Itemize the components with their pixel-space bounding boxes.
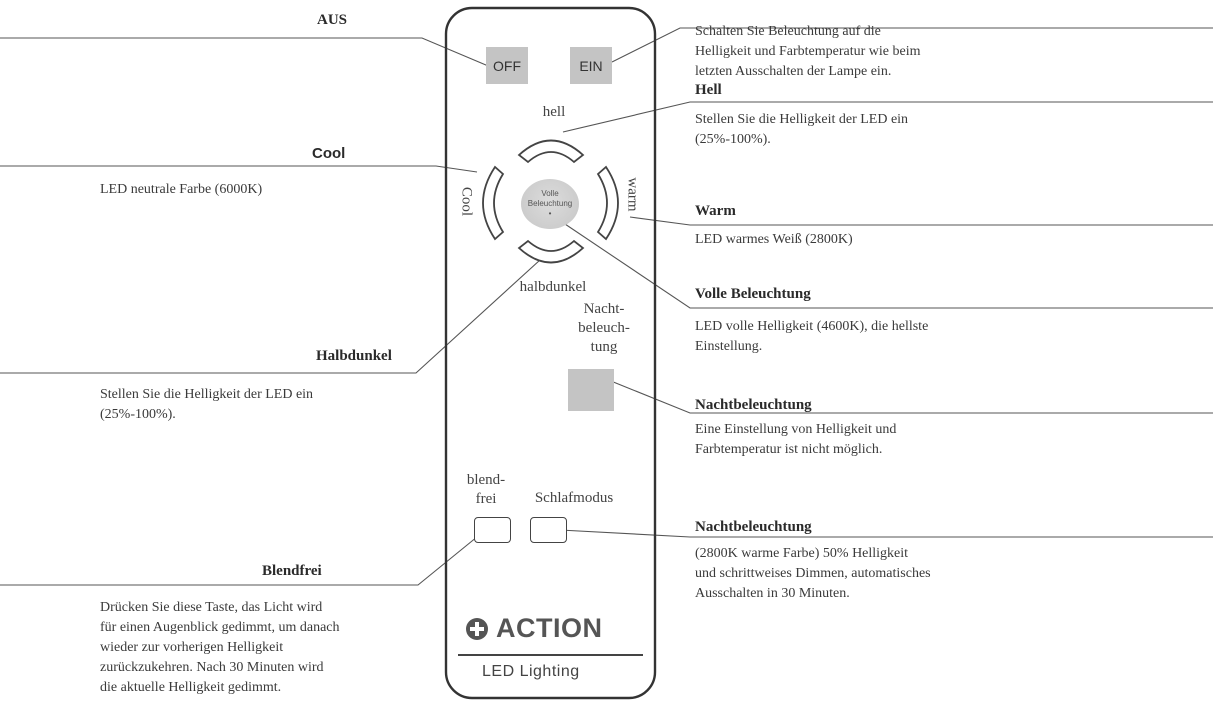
line-cool [0, 165, 478, 173]
cool-key [482, 165, 505, 241]
schlaf-line-1: (2800K warme Farbe) 50% Helligkeit [695, 546, 909, 561]
blend-line-1: Drücken Sie diese Taste, das Licht wird [100, 600, 323, 615]
blend-line-2: für einen Augenblick gedimmt, um danach [100, 620, 340, 635]
volle-label-line1: Volle [541, 189, 559, 198]
blend-line-5: die aktuelle Helligkeit gedimmt. [100, 680, 282, 695]
volle-label-line2: Beleuchtung [527, 199, 573, 208]
line-nacht [595, 374, 1213, 414]
aus-title: AUS [317, 12, 348, 28]
halbdunkel-line-2: (25%-100%). [100, 407, 176, 422]
warm-description: LED warmes Weiß (2800K) [695, 230, 853, 250]
nacht-line-2: Farbtemperatur ist nicht möglich. [695, 442, 883, 457]
schlaf-description: (2800K warme Farbe) 50% Helligkeit und s… [695, 544, 931, 604]
halbdunkel-key [517, 239, 585, 264]
schlaf-line-2: und schrittweises Dimmen, automatisches [695, 566, 931, 581]
cool-title: Cool [312, 145, 346, 162]
nacht-title: Nachtbeleuchtung [695, 397, 812, 413]
brand-subtitle: LED Lighting [482, 663, 580, 680]
cool-line-1: LED neutrale Farbe (6000K) [100, 182, 263, 197]
volle-title: Volle Beleuchtung [695, 286, 811, 302]
ein-line-2: Helligkeit und Farbtemperatur wie beim [695, 44, 921, 59]
nacht-label-line1: Nacht- [583, 301, 625, 317]
volle-beleuchtung-button[interactable]: Volle Beleuchtung • [521, 179, 579, 229]
hell-title: Hell [695, 82, 722, 98]
ein-line-3: letzten Ausschalten der Lampe ein. [695, 64, 892, 79]
halbdunkel-title: Halbdunkel [316, 348, 392, 364]
halbdunkel-label: halbdunkel [519, 279, 587, 295]
remote-body [444, 6, 657, 700]
hell-description: Stellen Sie die Helligkeit der LED ein (… [695, 110, 908, 150]
schlaf-line-3: Ausschalten in 30 Minuten. [695, 586, 850, 601]
line-warm [629, 216, 1213, 226]
off-button[interactable]: OFF [486, 47, 528, 84]
cool-label: Cool [458, 186, 475, 217]
hell-key [517, 139, 585, 164]
ein-description: Schalten Sie Beleuchtung auf die Helligk… [695, 22, 921, 82]
blendfrei-label: blend- frei [466, 471, 506, 509]
blendfrei-label-line2: frei [475, 491, 497, 507]
warm-line-1: LED warmes Weiß (2800K) [695, 232, 853, 247]
ein-button[interactable]: EIN [570, 47, 612, 84]
line-aus [0, 37, 494, 69]
line-ein [611, 27, 1213, 63]
warm-title: Warm [695, 203, 736, 219]
hell-label: hell [542, 104, 566, 120]
brand-logo: ACTION [466, 613, 603, 644]
schlaf-title: Nachtbeleuchtung [695, 519, 812, 535]
warm-key [596, 165, 619, 241]
hell-line-2: (25%-100%). [695, 132, 771, 147]
blend-description: Drücken Sie diese Taste, das Licht wird … [100, 598, 340, 698]
volle-description: LED volle Helligkeit (4600K), die hellst… [695, 317, 928, 357]
line-halbdunkel [0, 259, 541, 374]
ein-line-1: Schalten Sie Beleuchtung auf die [695, 24, 881, 39]
blendfrei-button[interactable] [474, 517, 511, 543]
line-blend [0, 527, 489, 586]
nacht-description: Eine Einstellung von Helligkeit und Farb… [695, 420, 896, 460]
schlafmodus-label: Schlafmodus [534, 490, 614, 506]
brand-name: ACTION [496, 613, 603, 643]
nacht-label-line2: beleuch- [578, 320, 630, 336]
blend-title: Blendfrei [262, 563, 322, 579]
blend-line-4: zurückzukehren. Nach 30 Minuten wird [100, 660, 324, 675]
blend-line-3: wieder zur vorherigen Helligkeit [100, 640, 284, 655]
hell-line-1: Stellen Sie die Helligkeit der LED ein [695, 112, 909, 127]
nachtbeleuchtung-button[interactable] [568, 369, 614, 411]
halbdunkel-line-1: Stellen Sie die Helligkeit der LED ein [100, 387, 314, 402]
plus-circle-icon [466, 618, 488, 640]
halbdunkel-description: Stellen Sie die Helligkeit der LED ein (… [100, 385, 313, 425]
volle-line-1: LED volle Helligkeit (4600K), die hellst… [695, 319, 929, 334]
blendfrei-label-line1: blend- [466, 472, 506, 488]
warm-label: warm [624, 177, 641, 212]
line-hell [562, 101, 1213, 133]
line-schlaf [559, 529, 1213, 538]
line-volle [561, 221, 1213, 309]
nacht-label-line3: tung [590, 339, 618, 355]
cool-description: LED neutrale Farbe (6000K) [100, 180, 262, 200]
schlafmodus-button[interactable] [530, 517, 567, 543]
nacht-label: Nacht- beleuch- tung [574, 300, 634, 357]
volle-line-2: Einstellung. [695, 339, 763, 354]
volle-dot-icon: • [548, 209, 552, 218]
nacht-line-1: Eine Einstellung von Helligkeit und [695, 422, 897, 437]
